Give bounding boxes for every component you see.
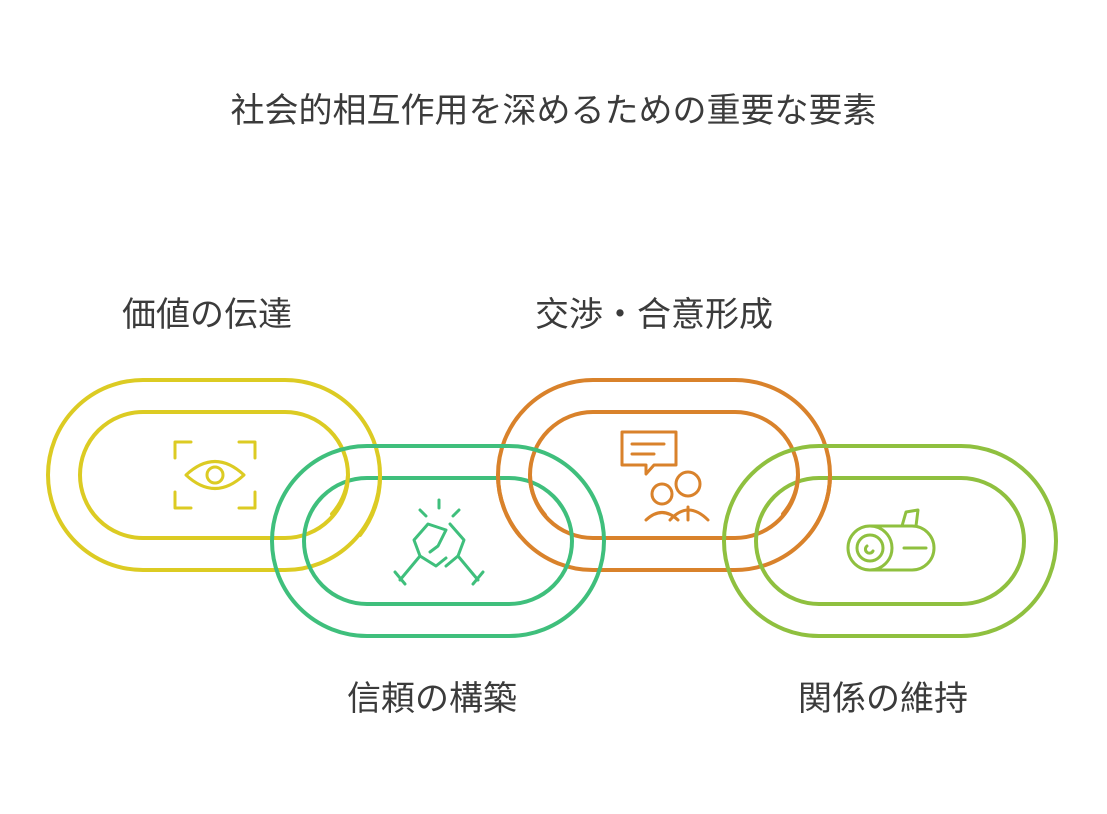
step-label-2: 信頼の構築: [347, 679, 517, 719]
step-label-4: 関係の維持: [798, 679, 968, 719]
chain-link-4-outer: [722, 444, 1058, 638]
chain-link-1-overlap: [330, 473, 350, 516]
chain-link-4-inner: [754, 476, 1026, 606]
diagram-title: 社会的相互作用を深めるための重要な要素: [230, 91, 877, 131]
chain-link-3-overlap-right: [781, 473, 800, 516]
people-chat-icon: [620, 430, 710, 522]
step-label-3: 交渉・合意形成: [535, 295, 773, 335]
chain-link-1-outer: [46, 378, 382, 572]
chain-link-2-inner: [302, 476, 574, 606]
step-label-1: 価値の伝達: [122, 295, 292, 335]
chain-link-4: [722, 444, 1058, 638]
chain-link-1: [46, 378, 382, 572]
chain-link-2-outer: [270, 444, 606, 638]
chain-link-2: [270, 444, 606, 638]
chain-link-3-overlap-outer: [495, 473, 522, 538]
chain-link-1-overlap-outer: [358, 473, 383, 537]
handshake-icon: [393, 498, 485, 586]
chain-link-3-overlap: [528, 473, 547, 517]
chain-link-3-overlap-right-outer: [806, 473, 833, 538]
eye-scan-icon: [173, 440, 257, 510]
chain-link-3-outer: [496, 378, 832, 572]
chain-link-3: [496, 378, 832, 572]
log-icon: [846, 508, 936, 572]
